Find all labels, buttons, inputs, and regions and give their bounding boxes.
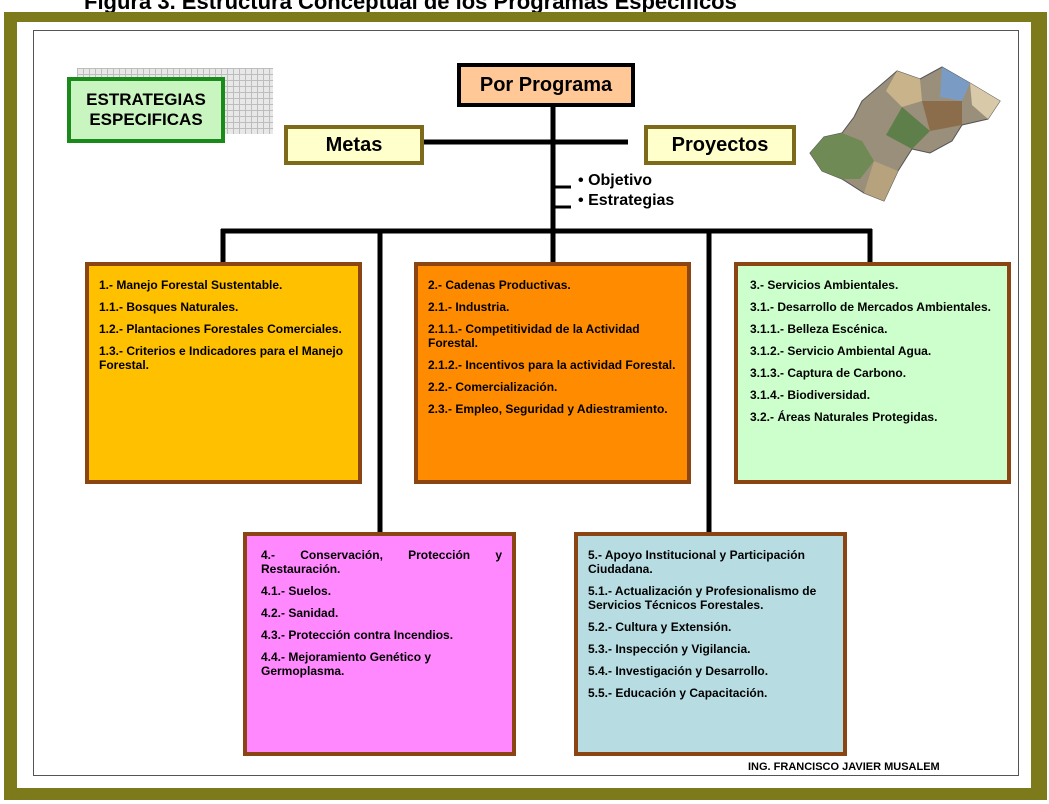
box-item: 5.1.- Actualización y Profesionalismo de… bbox=[588, 584, 817, 612]
root-label: Por Programa bbox=[479, 73, 613, 96]
box-item: 1.3.- Criterios e Indicadores para el Ma… bbox=[99, 344, 344, 372]
box-item: 3.- Servicios Ambientales. bbox=[750, 278, 899, 292]
box-item: 5.2.- Cultura y Extensión. bbox=[588, 620, 732, 634]
strategy-box-apoyo: 5.- Apoyo Institucional y Participación … bbox=[574, 532, 847, 756]
strategy-box-conservacion: 4.- Conservación, Protección y Restaurac… bbox=[243, 532, 516, 756]
top-caption-strip: Figura 3. Estructura Conceptual de los P… bbox=[0, 0, 1049, 12]
box-item: 5.5.- Educación y Capacitación. bbox=[588, 686, 768, 700]
strategy-box-servicios: 3.- Servicios Ambientales. 3.1.- Desarrol… bbox=[734, 262, 1011, 484]
box-item: 5.4.- Investigación y Desarrollo. bbox=[588, 664, 769, 678]
box-item: 4.- Conservación, Protección y Restaurac… bbox=[261, 548, 502, 576]
box-item: 4.3.- Protección contra Incendios. bbox=[261, 628, 454, 642]
box-item: 1.- Manejo Forestal Sustentable. bbox=[99, 278, 283, 292]
box-item: 3.1.2.- Servicio Ambiental Agua. bbox=[750, 344, 932, 358]
box-item: 5.- Apoyo Institucional y Participación … bbox=[588, 548, 805, 576]
slide-frame: ESTRATEGIAS ESPECIFICAS Por Programa Met… bbox=[4, 12, 1047, 800]
box-item: 2.3.- Empleo, Seguridad y Adiestramiento… bbox=[428, 402, 668, 416]
box-item: 2.- Cadenas Productivas. bbox=[428, 278, 571, 292]
box-item: 2.1.1.- Competitividad de la Actividad F… bbox=[428, 322, 640, 350]
metas-label: Metas bbox=[325, 133, 383, 156]
bullet-symbol: • bbox=[578, 192, 584, 209]
box-item: 2.2.- Comercialización. bbox=[428, 380, 558, 394]
box-item: 3.2.- Áreas Naturales Protegidas. bbox=[750, 410, 938, 424]
proyectos-label: Proyectos bbox=[671, 133, 769, 156]
bullet-objetivo: • Objetivo bbox=[578, 172, 653, 189]
box-item: 5.3.- Inspección y Vigilancia. bbox=[588, 642, 751, 656]
box-item: 4.1.- Suelos. bbox=[261, 584, 332, 598]
author-footer: ING. FRANCISCO JAVIER MUSALEM bbox=[748, 761, 940, 773]
box-item: 3.1.4.- Biodiversidad. bbox=[750, 388, 871, 402]
root-box: Por Programa bbox=[457, 63, 635, 107]
strategy-box-cadenas: 2.- Cadenas Productivas. 2.1.- Industria.… bbox=[414, 262, 691, 484]
box-item: 2.1.2.- Incentivos para la actividad For… bbox=[428, 358, 676, 372]
slide: ESTRATEGIAS ESPECIFICAS Por Programa Met… bbox=[17, 22, 1031, 788]
bullet-estrategias: • Estrategias bbox=[578, 192, 675, 209]
box-item: 2.1.- Industria. bbox=[428, 300, 510, 314]
box-item: 1.2.- Plantaciones Forestales Comerciale… bbox=[99, 322, 342, 336]
diagram-panel: ESTRATEGIAS ESPECIFICAS Por Programa Met… bbox=[33, 30, 1019, 776]
box-item: 3.1.3.- Captura de Carbono. bbox=[750, 366, 907, 380]
badge-line1: ESTRATEGIAS bbox=[86, 90, 206, 109]
top-caption: Figura 3. Estructura Conceptual de los P… bbox=[84, 0, 737, 12]
proyectos-box: Proyectos bbox=[644, 125, 796, 165]
box-item: 3.1.- Desarrollo de Mercados Ambientales… bbox=[750, 300, 991, 314]
box-item: 4.2.- Sanidad. bbox=[261, 606, 339, 620]
strategies-badge: ESTRATEGIAS ESPECIFICAS bbox=[67, 77, 225, 143]
box-item: 3.1.1.- Belleza Escénica. bbox=[750, 322, 888, 336]
connector-lines bbox=[220, 104, 873, 533]
badge-line2: ESPECIFICAS bbox=[89, 110, 203, 129]
state-map-icon bbox=[809, 66, 1001, 202]
box-item: 4.4.- Mejoramiento Genético y Germoplasm… bbox=[261, 650, 432, 678]
box-item: 1.1.- Bosques Naturales. bbox=[99, 300, 239, 314]
strategy-box-manejo: 1.- Manejo Forestal Sustentable. 1.1.- Bo… bbox=[85, 262, 362, 484]
metas-box: Metas bbox=[284, 125, 424, 165]
bullet-list: • Objetivo • Estrategias bbox=[578, 171, 674, 211]
bullet-symbol: • bbox=[578, 172, 584, 189]
